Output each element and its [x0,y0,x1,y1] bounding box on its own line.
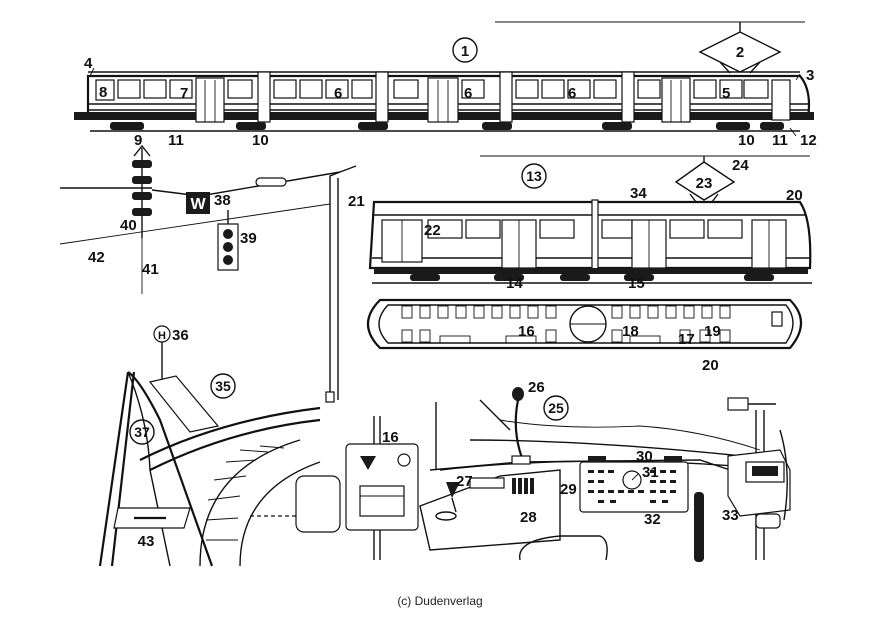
label-21: 21 [348,193,365,210]
section-insulator-pendant [132,144,152,238]
label-40: 40 [120,217,137,234]
label-4: 4 [84,55,93,72]
label-11-a: 11 [168,132,184,149]
label-27: 27 [456,473,473,490]
stop-sign-pole: H [153,325,171,382]
ticket-printer-unit [727,397,791,560]
label-31: 31 [642,464,659,481]
microphone [511,387,531,465]
label-16-plan: 16 [518,323,535,340]
label-34: 34 [630,185,647,202]
label-15: 15 [628,275,645,292]
label-20-plan: 20 [702,357,719,374]
label-29: 29 [560,481,577,498]
label-17: 17 [678,331,695,348]
label-10-a: 10 [252,132,269,149]
label-12: 12 [800,132,817,149]
label-11-b: 11 [772,132,788,149]
plain-labels: 2 3 4 5 6 6 6 7 8 9 10 10 11 11 12 14 15… [84,44,817,550]
label-43: 43 [138,533,155,550]
label-6-b: 6 [464,85,472,102]
single-tram-side-view [368,155,812,284]
label-10-b: 10 [738,132,755,149]
label-35: 35 [215,378,231,394]
label-22: 22 [424,222,441,239]
label-38: 38 [214,192,231,209]
label-36: 36 [172,327,189,344]
label-2: 2 [736,44,744,61]
label-42: 42 [88,249,105,266]
label-8: 8 [99,84,107,101]
label-5: 5 [722,85,730,102]
label-19: 19 [704,323,721,340]
label-18: 18 [622,323,639,340]
tram-traffic-signal [217,210,239,271]
label-28: 28 [520,509,537,526]
label-9: 9 [134,132,142,149]
drivers-cab [419,387,791,562]
pantograph-top [698,22,782,74]
w-sign-letter: W [190,196,206,213]
label-25: 25 [548,400,564,416]
label-23: 23 [696,175,713,192]
label-41: 41 [142,261,159,278]
label-16-validator: 16 [382,429,399,446]
label-37: 37 [134,424,150,440]
stop-sign-letter: H [158,330,166,342]
label-30: 30 [636,448,653,465]
label-3: 3 [806,67,814,84]
label-24: 24 [732,157,749,174]
label-39: 39 [240,230,257,247]
label-7: 7 [180,85,188,102]
label-32: 32 [644,511,661,528]
label-13: 13 [526,168,542,184]
ticket-validator [345,416,419,560]
copyright-credit: (c) Dudenverlag [397,594,483,608]
label-33: 33 [722,507,739,524]
circled-labels: 1 13 35 37 25 [129,37,569,445]
label-1: 1 [461,43,469,60]
track-and-stop: H [98,325,341,567]
w-sign: W [186,192,210,214]
articulated-tram-side-view [74,21,814,137]
label-26: 26 [528,379,545,396]
label-6-a: 6 [334,85,342,102]
tram-floor-plan [366,298,803,350]
label-20-side: 20 [786,187,803,204]
label-6-c: 6 [568,85,576,102]
pantograph-middle [674,156,736,203]
label-14: 14 [506,275,523,292]
overhead-line-and-signals: W [59,144,357,403]
